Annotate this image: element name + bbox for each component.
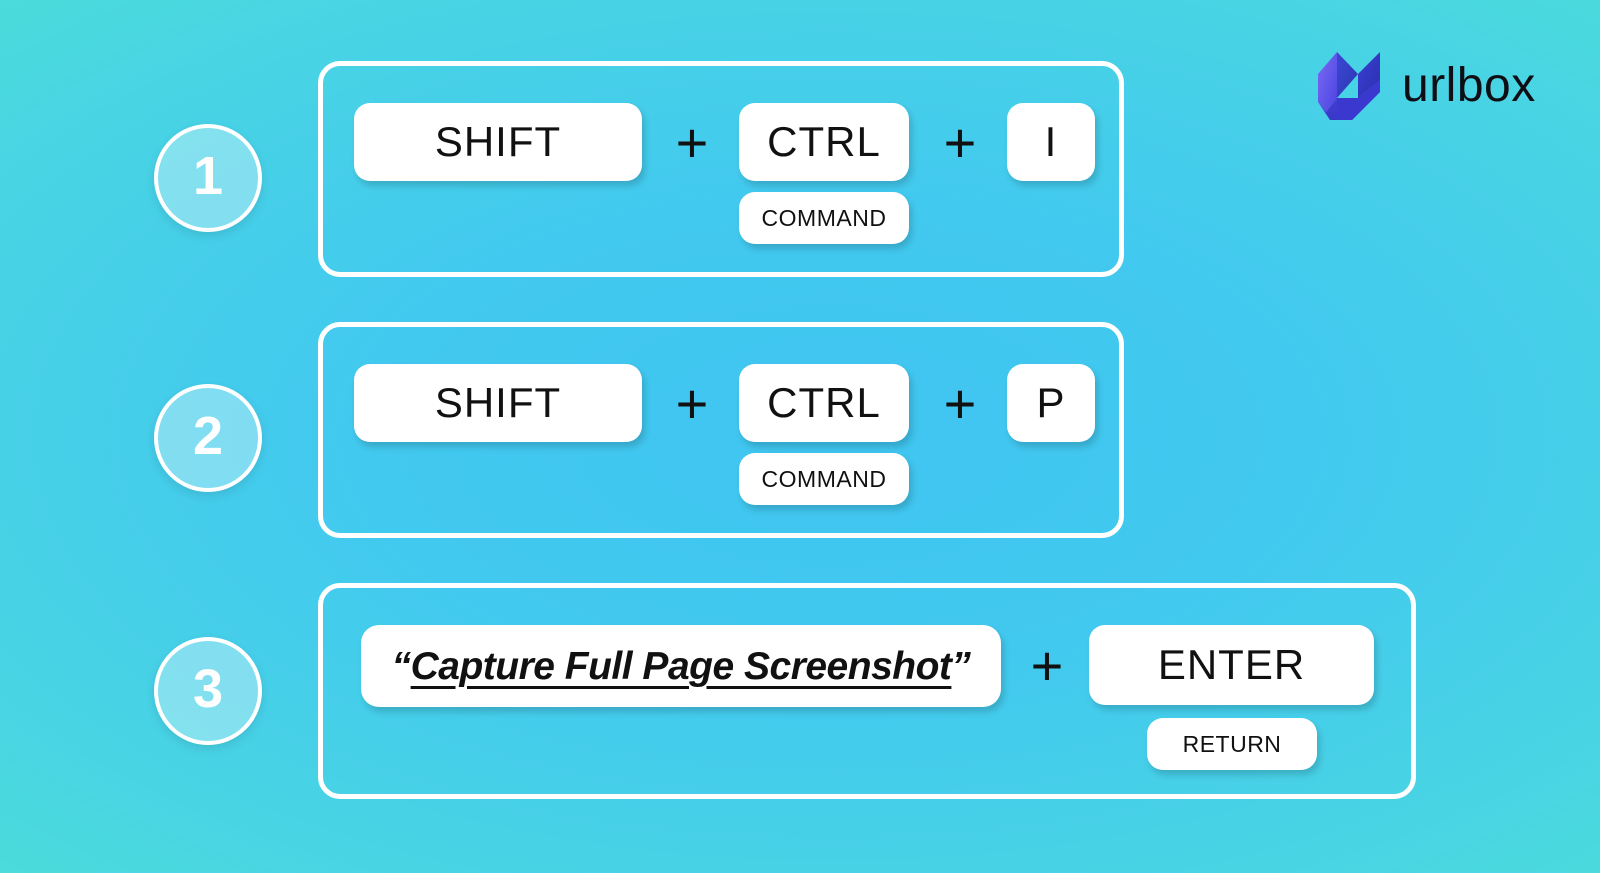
plus-separator-1a: + — [675, 111, 709, 174]
brand-wordmark: urlbox — [1402, 59, 1536, 112]
phrase-open-quote: “ — [391, 644, 412, 688]
key-phrase-capture-full-page-screenshot[interactable]: “Capture Full Page Screenshot” — [361, 625, 1001, 707]
key-ctrl-1[interactable]: CTRL — [739, 103, 909, 181]
step-card-3: “Capture Full Page Screenshot” + ENTER R… — [318, 583, 1416, 799]
brand-logo: urlbox — [1296, 46, 1536, 126]
key-i-1[interactable]: I — [1007, 103, 1095, 181]
step-card-1: SHIFT + CTRL COMMAND + I — [318, 61, 1124, 277]
plus-separator-1b: + — [943, 111, 977, 174]
plus-separator-2a: + — [675, 372, 709, 435]
key-ctrl-2[interactable]: CTRL — [739, 364, 909, 442]
step-card-2: SHIFT + CTRL COMMAND + P — [318, 322, 1124, 538]
step-number-badge-1: 1 — [154, 124, 262, 232]
step-number-badge-3: 3 — [154, 637, 262, 745]
plus-separator-2b: + — [943, 372, 977, 435]
plus-separator-3a: + — [1030, 634, 1064, 697]
key-enter-3[interactable]: ENTER — [1089, 625, 1374, 705]
urlbox-chevron-logo-icon — [1318, 52, 1380, 120]
phrase-label: “Capture Full Page Screenshot” — [392, 647, 971, 686]
step-number-2: 2 — [192, 406, 224, 466]
key-return-3[interactable]: RETURN — [1147, 718, 1317, 770]
key-shift-1[interactable]: SHIFT — [354, 103, 642, 181]
key-command-2[interactable]: COMMAND — [739, 453, 909, 505]
phrase-close-quote: ” — [951, 644, 971, 688]
phrase-text: Capture Full Page Screenshot — [410, 644, 952, 688]
key-shift-2[interactable]: SHIFT — [354, 364, 642, 442]
step-number-3: 3 — [192, 659, 224, 719]
step-number-1: 1 — [192, 146, 224, 206]
step-number-badge-2: 2 — [154, 384, 262, 492]
key-p-2[interactable]: P — [1007, 364, 1095, 442]
key-command-1[interactable]: COMMAND — [739, 192, 909, 244]
